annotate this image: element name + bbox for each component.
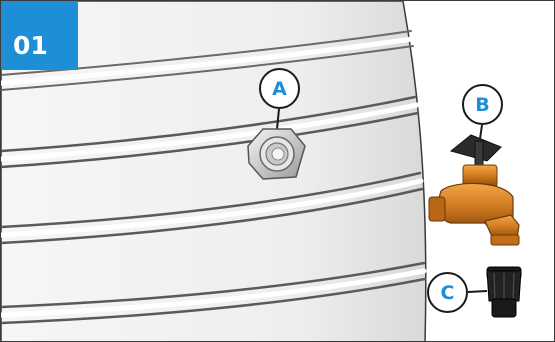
tank-rib	[1, 277, 427, 325]
tank-rib	[1, 111, 420, 169]
tank-rib	[1, 178, 424, 238]
callout-b-leader	[479, 124, 483, 140]
tank-rib	[1, 187, 424, 245]
callout-b-label: B	[462, 84, 503, 125]
tank-rib	[1, 261, 426, 309]
tank-rib	[1, 268, 427, 318]
tank-ribs	[1, 30, 427, 325]
callout-letter: C	[440, 281, 455, 304]
callout-c-leader	[467, 290, 488, 293]
tank-rib	[1, 171, 422, 229]
hose-adapter	[486, 266, 522, 318]
callout-letter: A	[272, 77, 287, 100]
step-number-badge: 01	[1, 1, 78, 70]
tank-outlet-nut	[247, 128, 306, 180]
step-number: 01	[13, 31, 48, 60]
brass-faucet	[428, 134, 520, 246]
water-tank-body	[1, 1, 427, 341]
callout-c-label: C	[427, 272, 468, 313]
callout-letter: B	[475, 93, 490, 116]
callout-a-label: A	[259, 68, 300, 109]
tank-rib	[1, 36, 415, 86]
tank-rib	[1, 102, 420, 162]
callout-a-leader	[276, 108, 280, 130]
tank-rib	[1, 45, 414, 91]
tank-rib	[1, 95, 417, 153]
